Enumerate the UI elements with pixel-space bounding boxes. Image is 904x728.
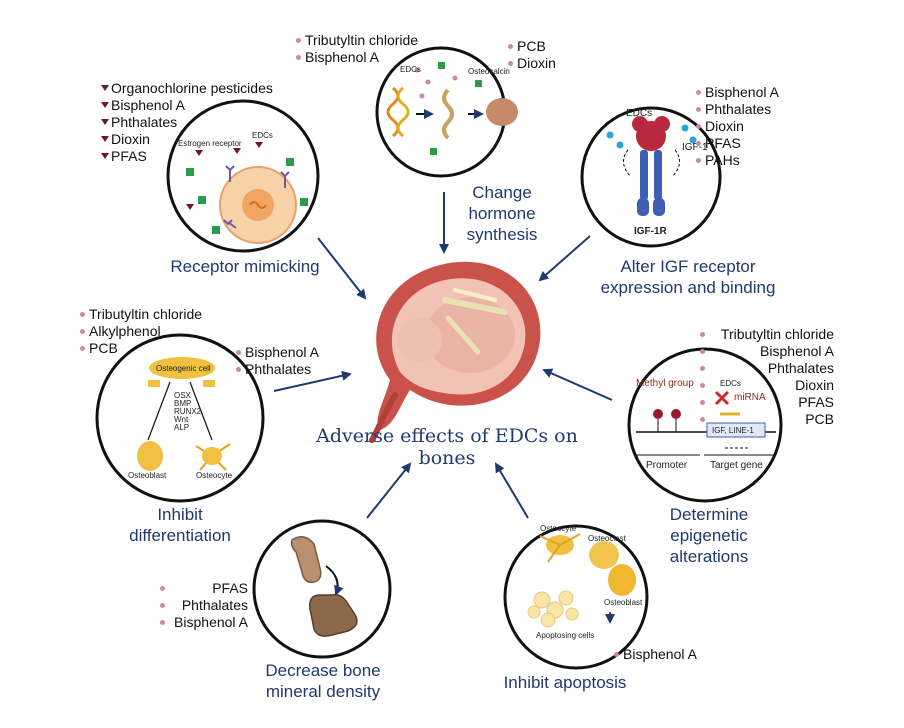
compound-item: Tributyltin chloride bbox=[80, 306, 202, 323]
igf-receptor-art bbox=[606, 116, 697, 216]
compound-item: Dioxin bbox=[696, 118, 779, 135]
arrow-differentiation bbox=[273, 370, 352, 392]
marker-bmp: BMP bbox=[174, 399, 191, 408]
igf1r-label: IGF-1R bbox=[634, 226, 668, 237]
edcs-label-epi: EDCs bbox=[720, 379, 741, 388]
osteogenic-cell-label: Osteogenic cell bbox=[156, 364, 211, 373]
apoptosis-compound-list: Bisphenol A bbox=[614, 646, 697, 663]
arrow-apoptosis bbox=[494, 462, 529, 519]
compound-item: Bisphenol A bbox=[696, 84, 779, 101]
osteoclast-label-apop: Osteoclast bbox=[588, 534, 627, 543]
compound-item: Phthalates bbox=[696, 101, 779, 118]
uterus-illustration bbox=[369, 261, 541, 443]
target-gene-label: Target gene bbox=[710, 460, 763, 471]
receptor-compound-list: Organochlorine pesticides Bisphenol A Ph… bbox=[101, 80, 273, 165]
osteoblast-label-apop: Osteoblast bbox=[604, 598, 643, 607]
igf1-label: IGF-1 bbox=[682, 142, 708, 153]
estrogen-receptor-label: Estrogen receptor bbox=[178, 139, 242, 148]
osteocyte-label-diff: Osteocyte bbox=[196, 471, 233, 480]
osteocyte-label-apop: Osteocyte bbox=[540, 524, 577, 533]
compound-item: Dioxin bbox=[101, 131, 273, 148]
compound-item: Bisphenol A bbox=[236, 344, 319, 361]
compound-item: PFAS bbox=[700, 394, 834, 411]
edcs-label-igf: EDCs bbox=[626, 108, 652, 119]
compound-item: PCB bbox=[700, 411, 834, 428]
compound-item: Bisphenol A bbox=[614, 646, 697, 663]
compound-item: PCB bbox=[508, 38, 556, 55]
compound-item: Bisphenol A bbox=[296, 49, 418, 66]
panel-circle-igf bbox=[580, 106, 722, 248]
arrow-receptor bbox=[317, 237, 367, 300]
mirna-label: miRNA bbox=[734, 392, 766, 403]
compound-item: Bisphenol A bbox=[700, 343, 834, 360]
compound-item: Tributyltin chloride bbox=[700, 326, 834, 343]
osteoblast-label-diff: Osteoblast bbox=[128, 471, 167, 480]
apoptosing-label: Apoptosing cells bbox=[536, 631, 594, 640]
diagram-title: Adverse effects of EDCs on bones bbox=[316, 425, 578, 469]
compound-item: PFAS bbox=[160, 580, 248, 597]
compound-item: Phthalates bbox=[101, 114, 273, 131]
edcs-label-hormone: EDCs bbox=[400, 65, 421, 74]
compound-item: Bisphenol A bbox=[160, 614, 248, 631]
compound-item: Phthalates bbox=[160, 597, 248, 614]
epigenetic-art bbox=[636, 390, 776, 456]
marker-wnt: Wnt bbox=[174, 415, 189, 424]
compound-item: Tributyltin chloride bbox=[296, 32, 418, 49]
compound-item: Alkylphenol bbox=[80, 323, 202, 340]
marker-runx2: RUNX2 bbox=[174, 407, 202, 416]
compound-item: PFAS bbox=[696, 135, 779, 152]
compound-item: PAHs bbox=[696, 152, 779, 169]
edcs-label-receptor: EDCs bbox=[252, 131, 273, 140]
compound-item: PFAS bbox=[101, 148, 273, 165]
bmd-label: Decrease bone mineral density bbox=[265, 661, 381, 701]
receptor-cell-art bbox=[186, 142, 308, 244]
compound-item: PCB bbox=[80, 340, 202, 357]
gene-box-label: IGF, LINE-1 bbox=[712, 426, 754, 435]
marker-alp: ALP bbox=[174, 423, 189, 432]
change-hormone-label: Change hormone synthesis bbox=[466, 183, 538, 244]
panel-circle-epigenetic bbox=[627, 347, 783, 503]
compound-item: Dioxin bbox=[508, 55, 556, 72]
compound-item: Phthalates bbox=[236, 361, 319, 378]
apoptosis-label: Inhibit apoptosis bbox=[503, 673, 627, 692]
marker-osx: OSX bbox=[174, 391, 192, 400]
hormone-art bbox=[386, 62, 518, 155]
alter-igf-label: Alter IGF receptor expression and bindin… bbox=[600, 257, 776, 297]
differentiation-art bbox=[137, 357, 231, 471]
methyl-group-label: Methyl group bbox=[636, 378, 694, 389]
inhibit-differentiation-label: Inhibit differentiation bbox=[129, 505, 231, 545]
igf-compound-list: Bisphenol A Phthalates Dioxin PFAS PAHs bbox=[696, 84, 779, 169]
differentiation-compound-list-left: Tributyltin chloride Alkylphenol PCB bbox=[80, 306, 202, 357]
compound-item: Dioxin bbox=[700, 377, 834, 394]
differentiation-compound-list-right: Bisphenol A Phthalates bbox=[236, 344, 319, 378]
apoptosis-art bbox=[527, 533, 636, 628]
hormone-compound-list-left: Tributyltin chloride Bisphenol A bbox=[296, 32, 418, 66]
epigenetic-compound-list: Tributyltin chloride Bisphenol A Phthala… bbox=[700, 326, 834, 428]
receptor-mimicking-label: Receptor mimicking bbox=[170, 257, 320, 276]
osteocalcin-label: Osteocalcin bbox=[468, 67, 510, 76]
promoter-label: Promoter bbox=[646, 460, 688, 471]
bone-art bbox=[290, 536, 358, 637]
compound-item: Organochlorine pesticides bbox=[101, 80, 273, 97]
arrow-igf bbox=[538, 235, 591, 282]
arrow-epigenetic bbox=[542, 368, 613, 401]
arrow-bmd bbox=[366, 462, 412, 519]
hormone-compound-list-right: PCB Dioxin bbox=[508, 38, 556, 72]
compound-item: Phthalates bbox=[700, 360, 834, 377]
bmd-compound-list: PFAS Phthalates Bisphenol A bbox=[160, 580, 248, 631]
epigenetic-label: Determine epigenetic alterations bbox=[669, 505, 749, 566]
compound-item: Bisphenol A bbox=[101, 97, 273, 114]
